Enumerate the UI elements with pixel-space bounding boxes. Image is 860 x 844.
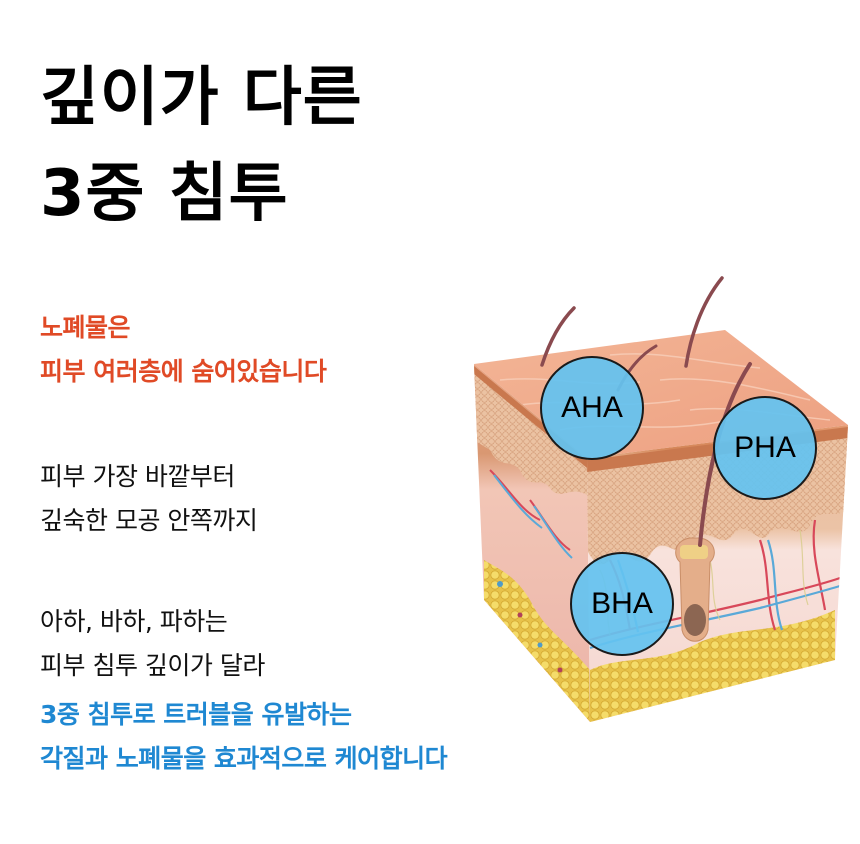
conclusion-line-2: 각질과 노폐물을 효과적으로 케어합니다 <box>40 744 448 773</box>
skin-cube-icon <box>474 276 848 722</box>
conclusion-line-1: 3중 침투로 트러블을 유발하는 <box>40 700 352 729</box>
depth-line-1: 피부 가장 바깥부터 <box>40 462 235 491</box>
acids-copy: 아하, 바하, 파하는 피부 침투 깊이가 달라 <box>40 600 265 688</box>
conclusion-copy: 3중 침투로 트러블을 유발하는 각질과 노폐물을 효과적으로 케어합니다 <box>40 693 448 781</box>
aha-badge: AHA <box>540 356 644 460</box>
depth-copy: 피부 가장 바깥부터 깊숙한 모공 안쪽까지 <box>40 455 258 543</box>
skin-cross-section-illustration: AHA PHA BHA <box>460 270 860 740</box>
bha-badge: BHA <box>570 552 674 656</box>
pha-badge: PHA <box>713 396 817 500</box>
intro-line-2: 피부 여러층에 숨어있습니다 <box>40 357 327 386</box>
intro-copy: 노폐물은 피부 여러층에 숨어있습니다 <box>40 306 327 394</box>
intro-line-1: 노폐물은 <box>40 313 131 342</box>
acids-line-2: 피부 침투 깊이가 달라 <box>40 651 265 680</box>
depth-line-2: 깊숙한 모공 안쪽까지 <box>40 506 258 535</box>
headline: 깊이가 다른 3중 침투 <box>40 50 363 242</box>
headline-line-2: 3중 침투 <box>40 157 289 231</box>
headline-line-1: 깊이가 다른 <box>40 61 363 135</box>
acids-line-1: 아하, 바하, 파하는 <box>40 607 228 636</box>
